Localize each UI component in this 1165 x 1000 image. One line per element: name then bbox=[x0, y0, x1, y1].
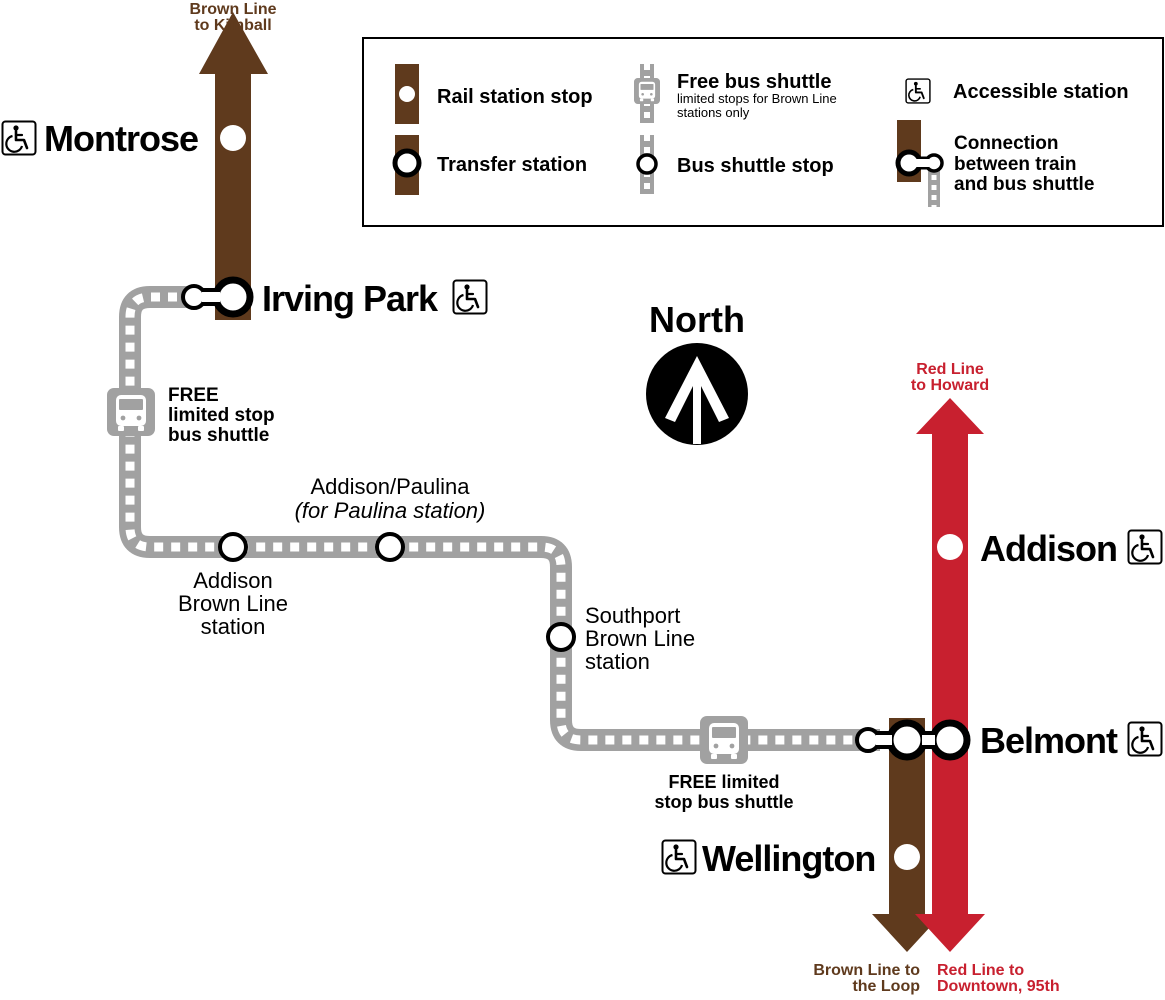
red-line-arrow bbox=[915, 398, 985, 952]
legend-free-bus-shuttle-note: stations only bbox=[677, 105, 750, 120]
north-indicator: North bbox=[646, 299, 748, 445]
destination-brown-north: to Kimball bbox=[194, 17, 271, 34]
legend-free-bus-shuttle: Free bus shuttle limited stops for Brown… bbox=[634, 64, 837, 123]
shuttle-stop-southport[interactable] bbox=[546, 622, 576, 652]
brown-line bbox=[199, 12, 942, 952]
shuttle-label-bottom: stop bus shuttle bbox=[655, 792, 794, 812]
legend-rail-station-stop-label: Rail station stop bbox=[437, 86, 593, 108]
irving-park-connection[interactable] bbox=[181, 276, 254, 318]
legend-connection-label: and bus shuttle bbox=[954, 174, 1094, 195]
station-label-wellington[interactable]: Wellington bbox=[702, 838, 876, 879]
legend-connection-label: Connection bbox=[954, 133, 1059, 154]
legend-accessible-station-label: Accessible station bbox=[953, 81, 1129, 103]
legend-rail-station-stop: Rail station stop bbox=[395, 64, 593, 124]
wheelchair-icon bbox=[1, 120, 37, 156]
shuttle-stop-label-southport: Brown Line bbox=[585, 626, 695, 651]
bus-icon bbox=[700, 716, 748, 764]
connection-link-fill bbox=[922, 735, 935, 745]
shuttle-stop-label-addison-paulina: (for Paulina station) bbox=[295, 498, 486, 523]
connection-link-fill bbox=[876, 735, 892, 745]
legend-bus-shuttle-stop-label: Bus shuttle stop bbox=[677, 155, 834, 177]
connection-link-fill bbox=[914, 159, 929, 167]
legend: Rail station stop Transfer station Free … bbox=[362, 37, 1164, 227]
shuttle-stop-circle bbox=[855, 727, 881, 753]
legend-free-bus-shuttle-note: limited stops for Brown Line bbox=[677, 91, 837, 106]
shuttle-label-left: bus shuttle bbox=[168, 425, 269, 446]
connection-link-fill bbox=[202, 292, 220, 302]
bus-icon bbox=[634, 78, 660, 104]
shuttle-stop-addison-brown[interactable] bbox=[218, 532, 248, 562]
legend-transfer-station-label: Transfer station bbox=[437, 154, 587, 176]
shuttle-stop-label-addison-brown: Addison bbox=[193, 568, 273, 593]
transfer-station-circle bbox=[929, 719, 971, 761]
legend-connection-label: between train bbox=[954, 154, 1076, 175]
destination-red-south: Red Line to bbox=[937, 962, 1024, 979]
shuttle-stop-addison-paulina[interactable] bbox=[375, 532, 405, 562]
destination-brown-south: the Loop bbox=[852, 978, 920, 995]
legend-connection: Connection between train and bus shuttle bbox=[895, 120, 1094, 207]
station-dot-addison[interactable] bbox=[937, 534, 963, 560]
shuttle-route-dashes bbox=[125, 292, 880, 745]
shuttle-label-left: FREE bbox=[168, 385, 219, 406]
destination-brown-north: Brown Line bbox=[189, 1, 276, 18]
north-label: North bbox=[649, 299, 745, 340]
wheelchair-icon bbox=[905, 78, 931, 104]
legend-bus-shuttle-stop: Bus shuttle stop bbox=[636, 135, 834, 194]
north-arrow-shape bbox=[665, 356, 729, 444]
legend-free-bus-shuttle-title: Free bus shuttle bbox=[677, 71, 831, 93]
legend-accessible-station: Accessible station bbox=[905, 78, 1129, 104]
shuttle-route-line bbox=[119, 286, 880, 751]
shuttle-route bbox=[119, 286, 880, 751]
shuttle-stop-label-southport: Southport bbox=[585, 603, 680, 628]
shuttle-stop-label-addison-paulina: Addison/Paulina bbox=[310, 474, 470, 499]
transfer-station-symbol bbox=[392, 148, 422, 178]
station-dot-montrose[interactable] bbox=[220, 125, 246, 151]
bus-icon bbox=[107, 388, 155, 436]
wheelchair-icon bbox=[1127, 721, 1163, 757]
station-label-irving-park[interactable]: Irving Park bbox=[262, 278, 440, 319]
wheelchair-icon bbox=[452, 279, 488, 315]
brown-line-south-arrow bbox=[872, 718, 942, 952]
shuttle-label-bottom: FREE limited bbox=[668, 772, 779, 792]
bus-shuttle-stop-symbol bbox=[636, 153, 658, 175]
shuttle-label-left: limited stop bbox=[168, 405, 275, 426]
shuttle-stop-circle bbox=[181, 284, 207, 310]
shuttle-stop-label-addison-brown: station bbox=[201, 614, 266, 639]
station-label-belmont[interactable]: Belmont bbox=[980, 720, 1119, 761]
transfer-station-circle bbox=[886, 719, 928, 761]
destination-brown-south: Brown Line to bbox=[813, 962, 920, 979]
red-line bbox=[915, 398, 985, 952]
wheelchair-icon bbox=[1127, 529, 1163, 565]
station-label-montrose[interactable]: Montrose bbox=[44, 118, 199, 159]
station-label-addison[interactable]: Addison bbox=[980, 528, 1118, 569]
belmont-connection[interactable] bbox=[855, 719, 971, 761]
destination-red-south: Downtown, 95th bbox=[937, 978, 1060, 995]
destination-red-north: Red Line bbox=[916, 361, 984, 378]
wheelchair-icon bbox=[661, 839, 697, 875]
transfer-station-circle bbox=[212, 276, 254, 318]
destination-red-north: to Howard bbox=[911, 377, 989, 394]
shuttle-stop-label-addison-brown: Brown Line bbox=[178, 591, 288, 616]
legend-transfer-station: Transfer station bbox=[392, 135, 587, 195]
legend-box bbox=[362, 37, 1164, 227]
station-dot-wellington[interactable] bbox=[894, 844, 920, 870]
shuttle-stop-label-southport: station bbox=[585, 649, 650, 674]
brown-line-north-arrow bbox=[199, 12, 268, 320]
rail-stop-symbol bbox=[399, 86, 415, 102]
